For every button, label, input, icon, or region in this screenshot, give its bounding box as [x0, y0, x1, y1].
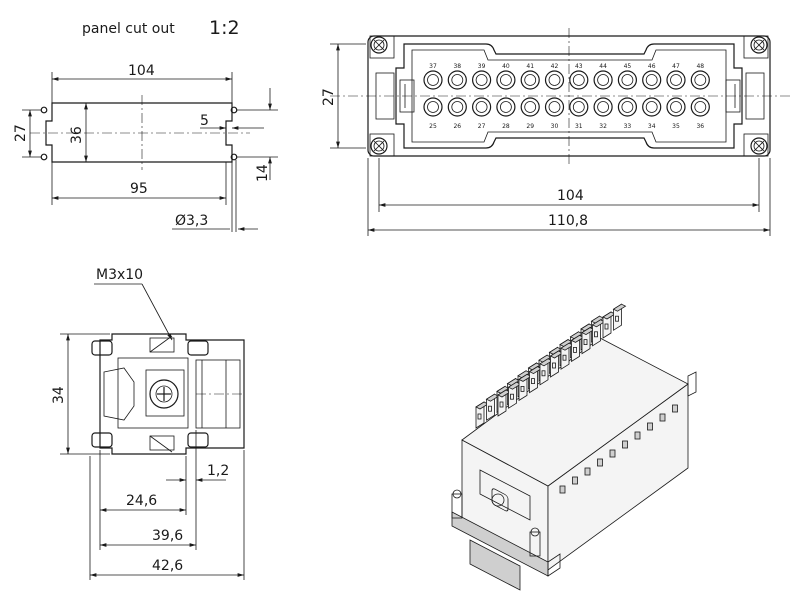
iso-slot	[659, 413, 666, 422]
bottom-pin-label: 33	[624, 123, 632, 130]
top-pin-label: 47	[672, 63, 680, 70]
top-pin-label: 46	[648, 63, 656, 70]
bottom-pin	[423, 97, 443, 117]
title-text: panel cut out	[82, 21, 175, 37]
bottom-pin-label: 28	[502, 123, 510, 130]
side-screw-head	[149, 379, 179, 409]
cutout-slot-dim: 14	[255, 164, 271, 182]
iso-slot	[597, 458, 603, 467]
pins-bottom-row: 25 26 27 28 29 30 31 32 33 34 35 36	[423, 97, 710, 130]
top-pin-label: 42	[551, 63, 559, 70]
top-pin-label: 43	[575, 63, 583, 70]
front-outer-width-dim: 110,8	[548, 213, 588, 229]
iso-slot	[634, 431, 641, 440]
iso-slot	[647, 422, 653, 431]
top-pin-label: 37	[429, 63, 437, 70]
bottom-pin	[544, 97, 565, 117]
bottom-pin-label: 25	[429, 123, 437, 130]
iso-slot	[622, 440, 628, 449]
cutout-height-inner-dim: 36	[69, 126, 85, 144]
bottom-pin	[447, 97, 467, 117]
bottom-pin-label: 26	[453, 123, 461, 130]
isometric-view	[451, 303, 697, 591]
top-pin-label: 48	[696, 63, 704, 70]
bottom-pin	[642, 97, 662, 117]
top-pin-label: 38	[453, 63, 461, 70]
top-pin	[642, 70, 662, 90]
bottom-pin	[569, 97, 589, 117]
top-pin	[544, 70, 565, 90]
side-dim-3: 42,6	[152, 558, 183, 574]
top-pin-label: 39	[478, 63, 486, 70]
bottom-pin	[593, 97, 613, 117]
top-pin	[423, 70, 443, 90]
top-pin	[666, 70, 686, 90]
front-inner-width-dim: 104	[557, 188, 584, 204]
bottom-pin-label: 36	[696, 123, 704, 130]
side-gap-dim: 1,2	[207, 463, 229, 479]
pins-top-row: 37 38 39 40 41 42 43 44 45 46 47 48	[423, 63, 710, 90]
top-pin	[520, 70, 540, 90]
bottom-pin-label: 35	[672, 123, 680, 130]
side-dim-2: 39,6	[152, 528, 183, 544]
top-pin-label: 41	[526, 63, 534, 70]
front-inner-housing	[395, 43, 743, 149]
bottom-pin	[690, 97, 710, 117]
bottom-pin	[617, 97, 638, 117]
top-pin	[617, 70, 638, 90]
corner-screws	[370, 36, 768, 155]
iso-slot	[609, 449, 616, 458]
iso-slot	[672, 404, 678, 413]
bottom-pin-label: 29	[526, 123, 534, 130]
bottom-pin-label: 31	[575, 123, 583, 130]
bottom-pin-label: 34	[648, 123, 656, 130]
cutout-height-outer-dim: 27	[13, 124, 29, 142]
side-dim-1: 24,6	[126, 493, 157, 509]
bottom-pin	[520, 97, 540, 117]
top-pin	[447, 70, 467, 90]
top-pin-label: 44	[599, 63, 607, 70]
isometric-side-slots	[559, 404, 678, 494]
side-view: M3x10 34 1,2 24,6 39,6 42,6	[51, 267, 245, 580]
bottom-pin	[496, 97, 516, 117]
title-scale: 1:2	[209, 17, 240, 39]
cutout-width-dim: 104	[128, 63, 155, 79]
isometric-contacts	[475, 303, 627, 429]
top-pin	[496, 70, 516, 90]
top-pin	[690, 70, 710, 90]
iso-slot	[584, 467, 591, 476]
cutout-offset-dim: 5	[200, 113, 209, 129]
side-screw-label: M3x10	[96, 267, 143, 283]
side-height-dim: 34	[51, 386, 67, 404]
drawing-title: panel cut out 1:2	[82, 17, 240, 39]
bottom-pin-label: 32	[599, 123, 607, 130]
bottom-pin	[472, 97, 492, 117]
bottom-pin-label: 27	[478, 123, 486, 130]
top-pin-label: 45	[624, 63, 632, 70]
iso-slot	[559, 485, 566, 494]
top-pin	[569, 70, 589, 90]
top-pin-label: 40	[502, 63, 510, 70]
top-pin	[593, 70, 613, 90]
front-view: 37 38 39 40 41 42 43 44 45 46 47 48 25 26 27 28 29 30 31 3…	[321, 28, 790, 236]
side-housing	[99, 333, 245, 455]
panel-cutout-view: 104 95 27 36 5 14 Ø3,3	[13, 63, 278, 232]
cutout-inner-width-dim: 95	[130, 181, 148, 197]
cutout-hole-dim: Ø3,3	[175, 213, 208, 229]
bottom-pin-label: 30	[551, 123, 559, 130]
bottom-pin	[666, 97, 686, 117]
iso-slot	[572, 476, 578, 485]
front-height-dim: 27	[321, 88, 337, 106]
top-pin	[472, 70, 492, 90]
